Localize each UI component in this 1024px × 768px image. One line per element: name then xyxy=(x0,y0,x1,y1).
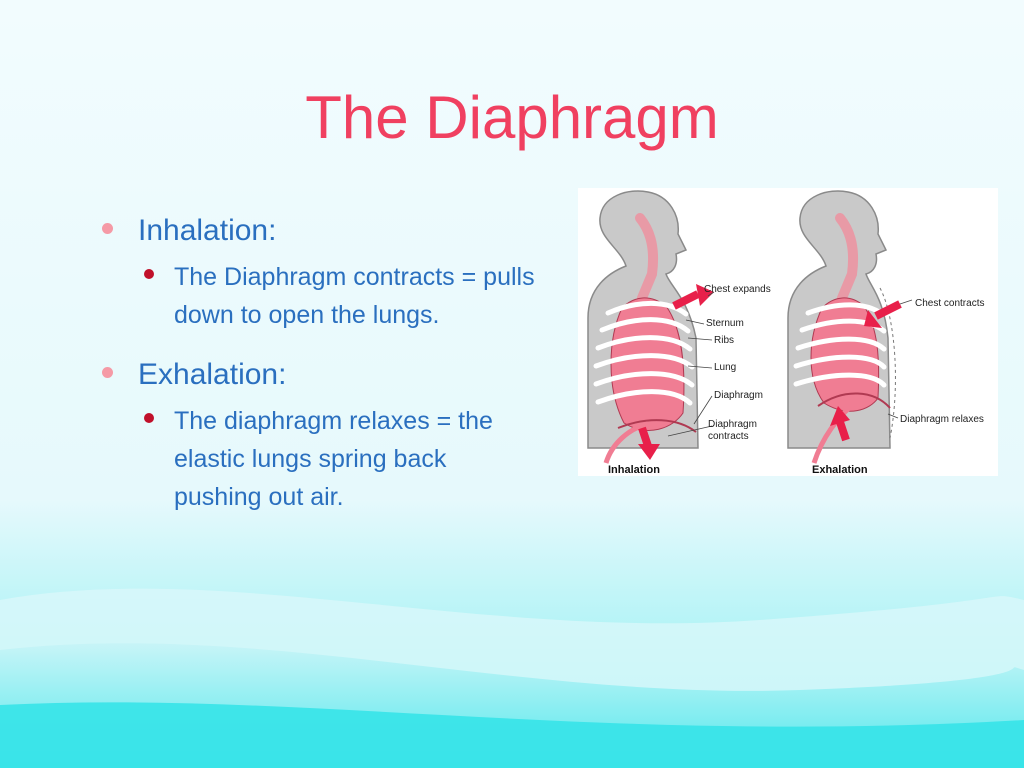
label-sternum: Sternum xyxy=(706,318,744,329)
sub-bullet-dot xyxy=(144,413,154,423)
label-diaphragm-relaxes: Diaphragm relaxes xyxy=(900,414,984,425)
bullet-inhalation: Inhalation: The Diaphragm contracts = pu… xyxy=(100,212,540,334)
sub-bullet-dot xyxy=(144,269,154,279)
sub-bullet-exhalation: The diaphragm relaxes = the elastic lung… xyxy=(138,402,540,516)
label-diaphragm-contracts-1: Diaphragm xyxy=(708,419,757,430)
bullet-list: Inhalation: The Diaphragm contracts = pu… xyxy=(100,212,540,516)
label-chest-contracts: Chest contracts xyxy=(915,298,985,309)
slide-title: The Diaphragm xyxy=(305,84,719,151)
breathing-illustration xyxy=(587,190,913,464)
bullet-dot xyxy=(102,223,113,234)
sub-bullet-text: The Diaphragm contracts = pulls down to … xyxy=(174,263,535,329)
label-diaphragm: Diaphragm xyxy=(714,390,763,401)
sub-bullet-inhalation: The Diaphragm contracts = pulls down to … xyxy=(138,258,540,334)
exhalation-figure xyxy=(787,190,913,464)
bullet-label: Exhalation: xyxy=(138,358,287,391)
sub-bullet-list: The diaphragm relaxes = the elastic lung… xyxy=(138,402,540,516)
caption-exhalation: Exhalation xyxy=(812,464,868,476)
bullet-label: Inhalation: xyxy=(138,214,277,247)
inhalation-figure xyxy=(587,190,715,464)
sub-bullet-list: The Diaphragm contracts = pulls down to … xyxy=(138,258,540,334)
breathing-diagram: Chest expands Sternum Ribs Lung Diaphrag… xyxy=(578,188,998,476)
bullet-dot xyxy=(102,367,113,378)
label-ribs: Ribs xyxy=(714,335,735,346)
label-chest-expands: Chest expands xyxy=(704,284,771,295)
label-lung: Lung xyxy=(714,362,737,373)
caption-inhalation: Inhalation xyxy=(608,464,660,476)
sub-bullet-text: The diaphragm relaxes = the elastic lung… xyxy=(174,407,493,511)
bullet-exhalation: Exhalation: The diaphragm relaxes = the … xyxy=(100,356,540,516)
label-diaphragm-contracts-2: contracts xyxy=(708,431,749,442)
